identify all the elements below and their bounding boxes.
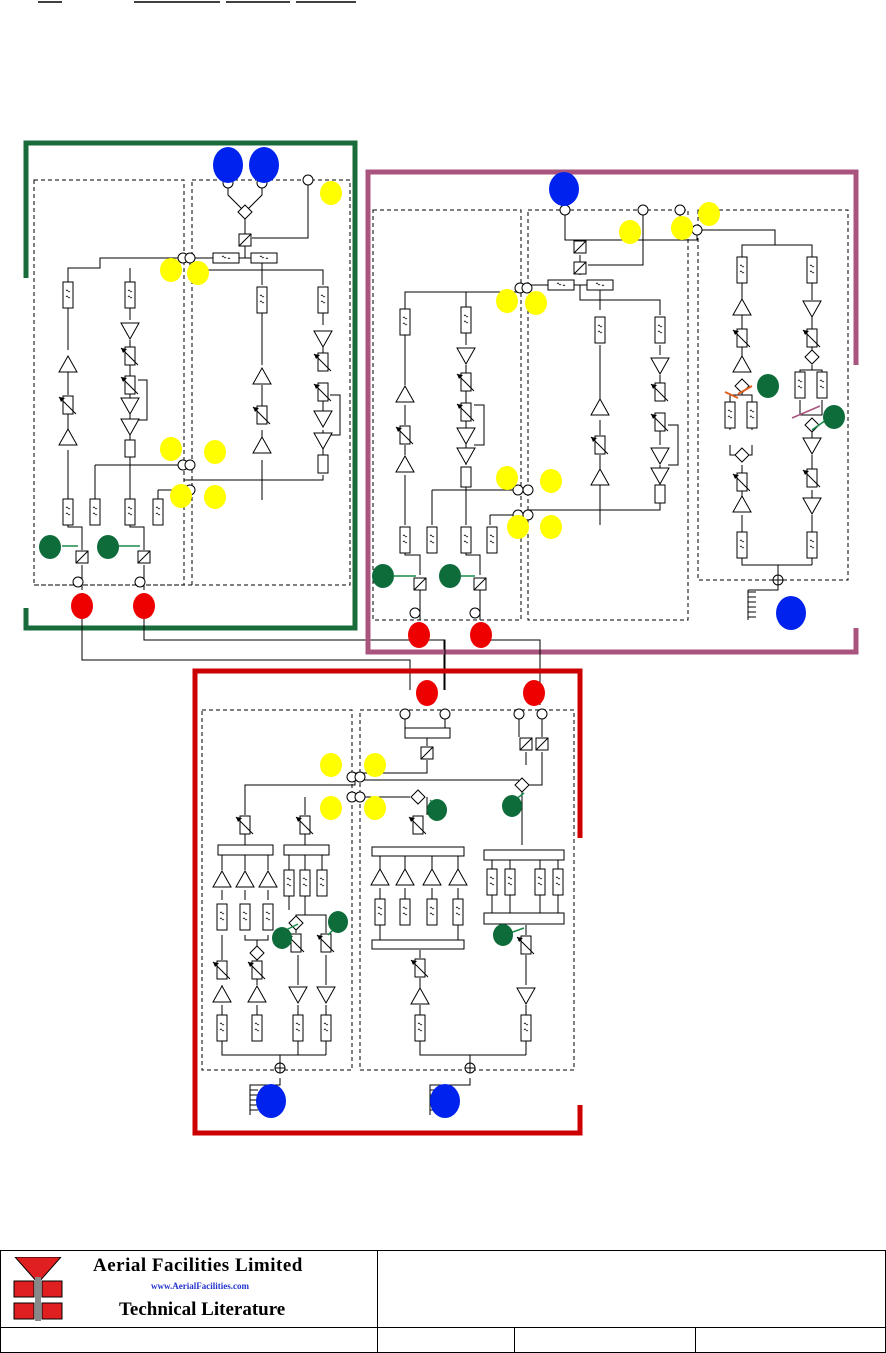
company-logo xyxy=(13,1257,63,1321)
company-name: Aerial Facilities Limited xyxy=(93,1255,303,1277)
block-diagram xyxy=(0,0,886,1250)
logo-cell: Aerial Facilities Limited www.AerialFaci… xyxy=(1,1251,378,1328)
red-group xyxy=(195,671,580,1133)
footer-cell-3 xyxy=(515,1328,696,1353)
green-markers xyxy=(39,374,845,949)
footer-cell-4 xyxy=(696,1328,886,1353)
company-website: www.AerialFacilities.com xyxy=(151,1281,249,1291)
footer-cell-1 xyxy=(1,1328,378,1353)
title-cell xyxy=(378,1251,886,1328)
document-subtitle: Technical Literature xyxy=(119,1299,285,1321)
footer-cell-2 xyxy=(378,1328,515,1353)
yellow-markers xyxy=(160,181,720,820)
footer-table: Aerial Facilities Limited www.AerialFaci… xyxy=(0,1250,886,1353)
